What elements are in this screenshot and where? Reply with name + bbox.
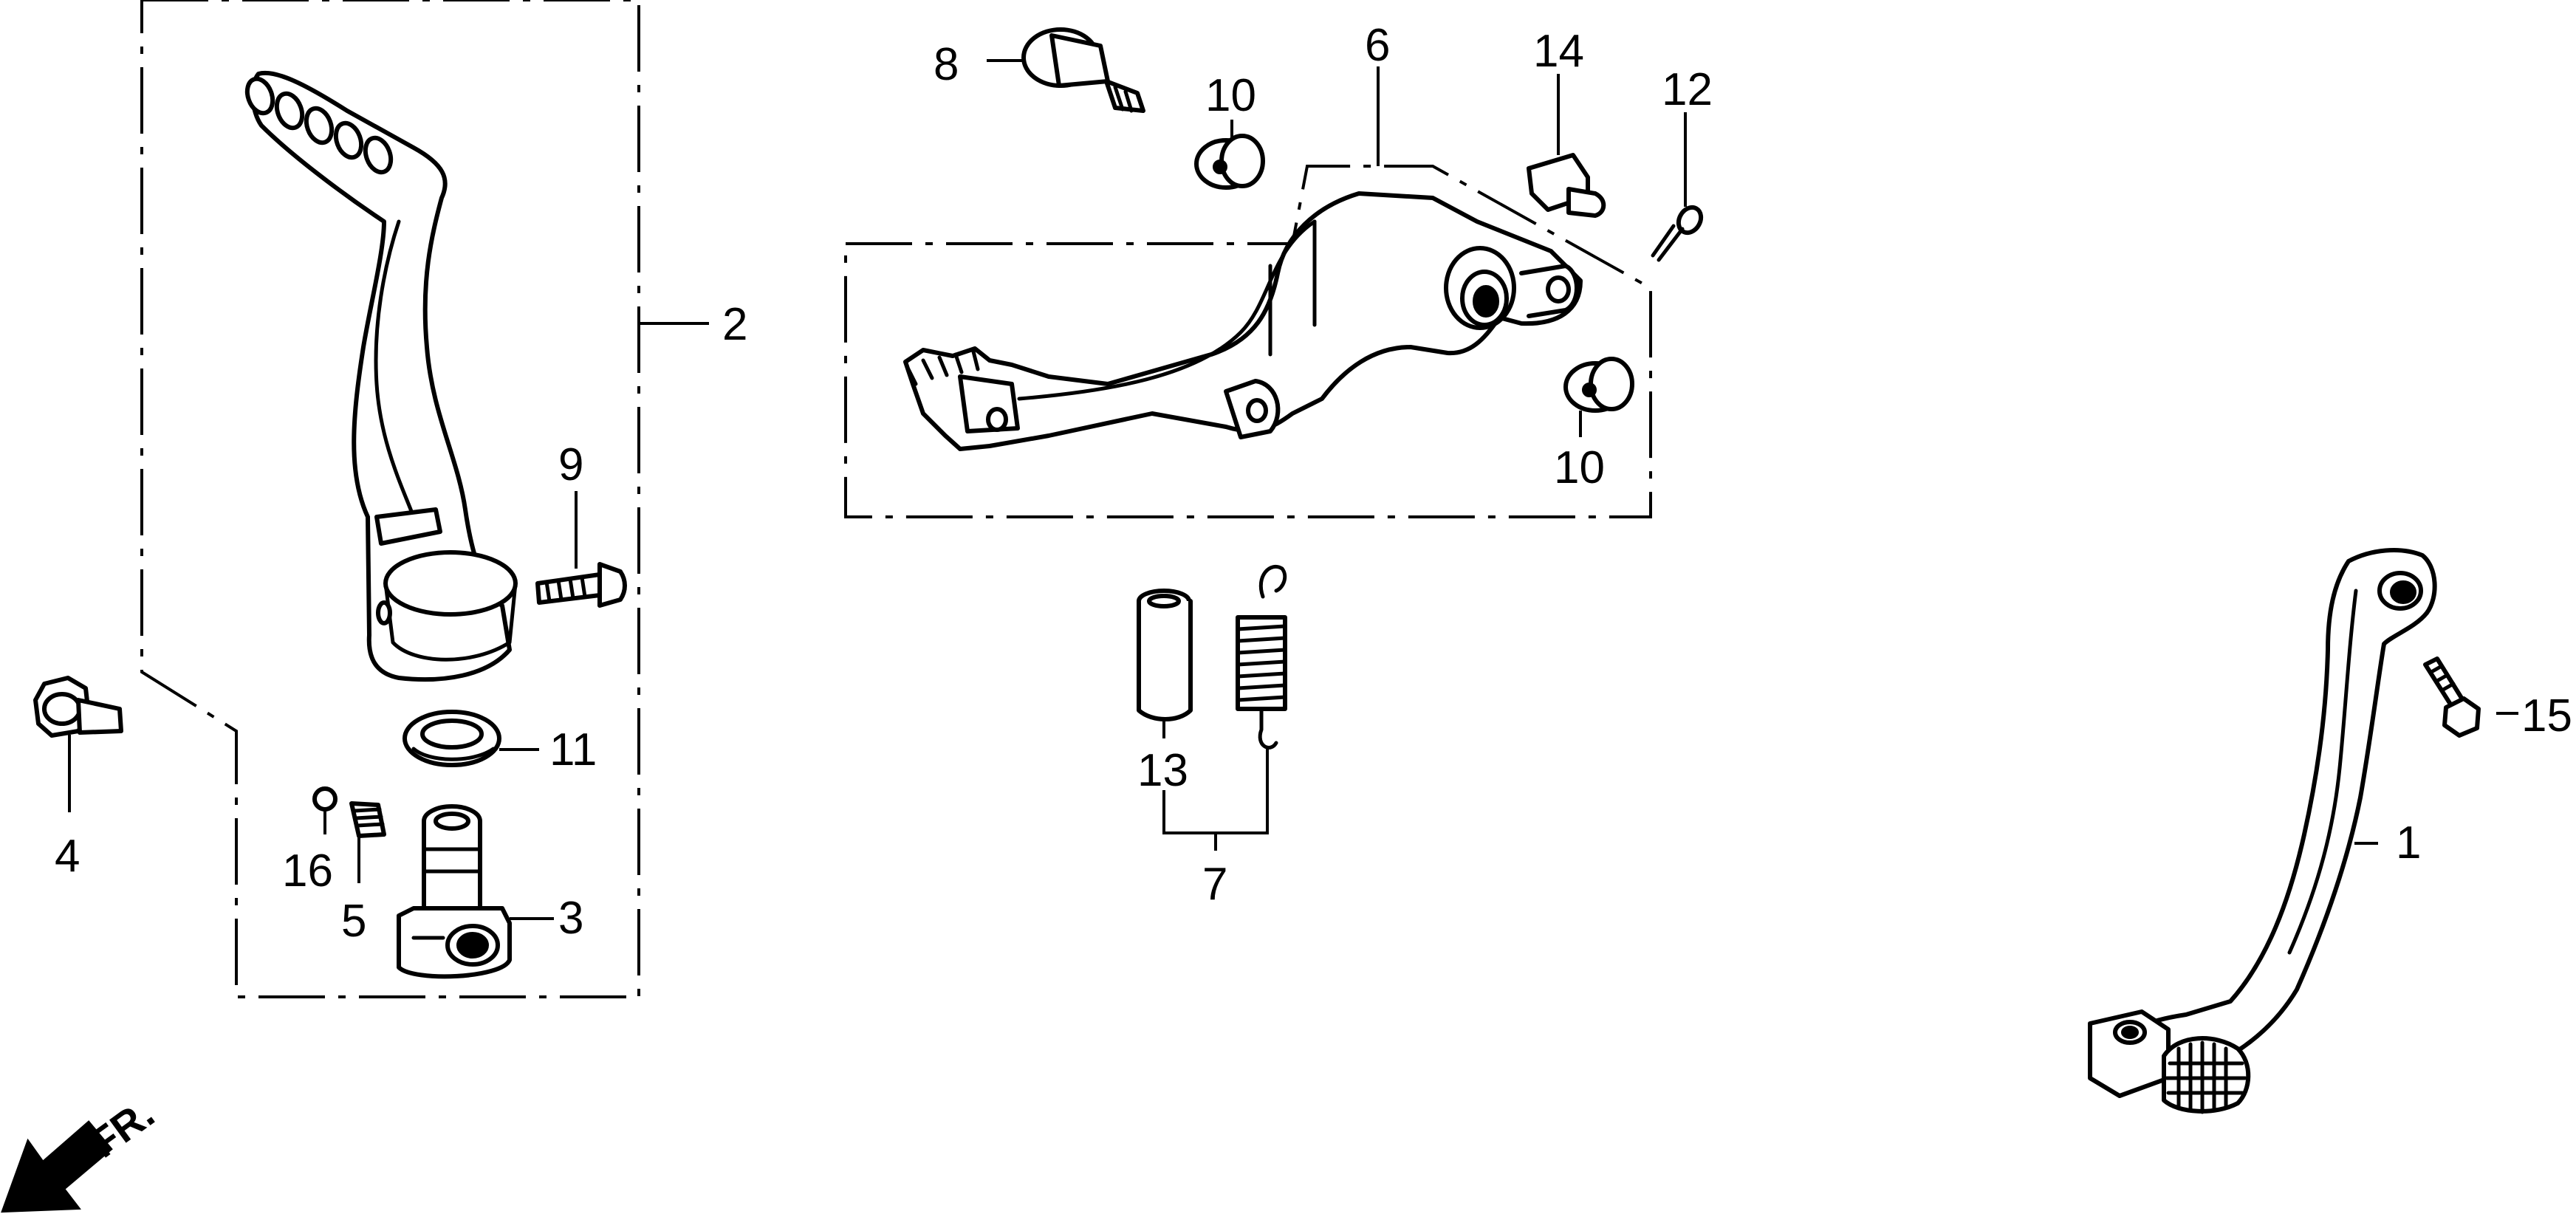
callout-11: 11 <box>549 724 597 775</box>
callout-15: 15 <box>2521 690 2572 741</box>
kick-starter-spindle <box>397 804 512 979</box>
spring-collar <box>1137 589 1193 721</box>
small-spring <box>349 801 386 838</box>
callout-9: 9 <box>558 439 583 490</box>
steel-ball <box>312 786 338 812</box>
callout-14: 14 <box>1533 26 1584 77</box>
callout-10a: 10 <box>1205 70 1256 121</box>
flange-bolt <box>33 676 123 738</box>
leader-lines <box>68 59 2518 920</box>
gearshift-pedal <box>2088 548 2437 1114</box>
return-spring <box>1236 565 1287 750</box>
gearshift-bolt <box>2423 656 2481 738</box>
pivot-bolt <box>1021 27 1145 113</box>
callout-1: 1 <box>2396 817 2421 868</box>
callout-5: 5 <box>341 896 366 947</box>
callout-16: 16 <box>282 846 333 896</box>
pedal-clip <box>1527 153 1606 218</box>
cotter-pin <box>1651 205 1704 262</box>
callout-8: 8 <box>934 39 959 90</box>
assembly-frame-brake-pedal <box>844 165 1652 518</box>
brake-pedal <box>903 191 1583 451</box>
assembly-frame-kick-starter <box>140 0 640 998</box>
countersunk-bolt <box>535 562 627 608</box>
callout-6: 6 <box>1365 20 1390 71</box>
needle-bearing-lower <box>1563 357 1634 413</box>
callout-10b: 10 <box>1554 442 1605 493</box>
needle-bearing-upper <box>1194 134 1265 190</box>
callout-13: 13 <box>1137 745 1188 796</box>
callout-3: 3 <box>558 893 583 944</box>
washer-seal <box>402 710 501 767</box>
callout-12: 12 <box>1662 64 1713 115</box>
callout-4: 4 <box>55 831 80 882</box>
callout-7: 7 <box>1202 859 1227 910</box>
kick-starter-arm <box>244 70 518 682</box>
front-direction-arrow-icon: FR. <box>1 1090 162 1213</box>
callout-2: 2 <box>722 299 747 350</box>
